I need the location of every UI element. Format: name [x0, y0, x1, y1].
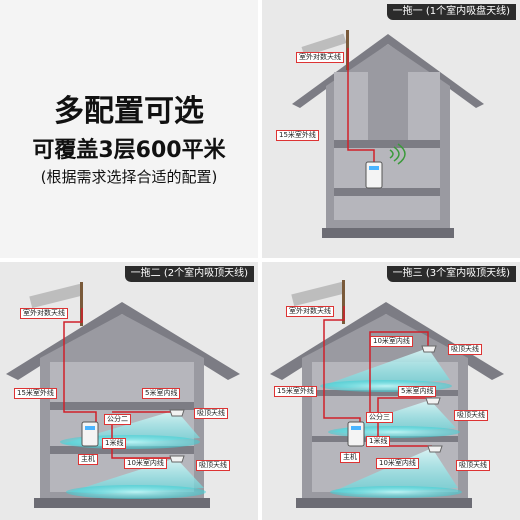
label-indoor-cable-bottom: 10米室内线: [376, 458, 419, 469]
label-outdoor-antenna: 室外对数天线: [20, 308, 68, 319]
label-indoor-cable-bottom: 10米室内线: [124, 458, 167, 469]
label-outdoor-cable: 15米室外线: [14, 388, 57, 399]
label-indoor-cable-mid: 5米室内线: [398, 386, 437, 397]
ceiling-antenna-icon: [427, 445, 443, 453]
label-splitter: 公分二: [104, 414, 131, 425]
label-indoor-cable-top: 5米室内线: [142, 388, 181, 399]
label-outdoor-antenna: 室外对数天线: [296, 52, 344, 63]
label-ceiling-antenna-1: 吸顶天线: [448, 344, 482, 355]
label-outdoor-antenna: 室外对数天线: [286, 306, 334, 317]
option-panel-3: 一拖三 (3个室内吸顶天线) 室外对数天线 15米室外线 10米室内线 吸顶天线…: [262, 262, 520, 520]
outdoor-antenna-icon: [29, 283, 83, 309]
option-panel-2: 一拖二 (2个室内吸顶天线) 室外对数天线 15米室外线 5米室内线 公分二 吸…: [0, 262, 258, 520]
label-jumper: 1米线: [366, 436, 391, 447]
label-host: 主机: [340, 452, 360, 463]
ceiling-antenna-icon: [169, 455, 185, 463]
roof: [6, 302, 240, 380]
outdoor-antenna-icon: [301, 33, 347, 57]
label-ceiling-antenna-1: 吸顶天线: [194, 408, 228, 419]
label-outdoor-cable: 15米室外线: [274, 386, 317, 397]
option-tag: 一拖一 (1个室内吸盘天线): [386, 4, 516, 20]
label-ceiling-antenna-2: 吸顶天线: [454, 410, 488, 421]
label-jumper: 1米线: [102, 438, 127, 449]
label-ceiling-antenna-2: 吸顶天线: [196, 460, 230, 471]
ceiling-antenna-icon: [425, 397, 441, 405]
option-panel-1: 一拖一 (1个室内吸盘天线) 室外对数天线 15米室外线: [262, 0, 520, 258]
label-outdoor-cable: 15米室外线: [276, 130, 319, 141]
roof: [270, 302, 504, 380]
repeater-host-icon: [81, 421, 99, 447]
intro-panel: 多配置可选 可覆盖3层600平米 (根据需求选择合适的配置): [0, 0, 258, 258]
outdoor-antenna-icon: [291, 281, 345, 307]
headline: 多配置可选: [54, 94, 204, 129]
repeater-host-icon: [347, 421, 365, 447]
signal-wave-icon: [389, 143, 406, 165]
house-illustration: [262, 0, 520, 258]
label-splitter: 公分三: [366, 412, 393, 423]
option-tag: 一拖二 (2个室内吸顶天线): [124, 266, 254, 282]
note-text: (根据需求选择合适的配置): [40, 168, 218, 186]
label-ceiling-antenna-3: 吸顶天线: [456, 460, 490, 471]
label-host: 主机: [78, 454, 98, 465]
coverage-text: 可覆盖3层600平米: [32, 138, 226, 163]
option-tag: 一拖三 (3个室内吸顶天线): [386, 266, 516, 282]
repeater-host-icon: [365, 161, 383, 189]
ceiling-antenna-icon: [169, 409, 185, 417]
ceiling-antenna-icon: [421, 345, 437, 353]
label-indoor-cable-top: 10米室内线: [370, 336, 413, 347]
